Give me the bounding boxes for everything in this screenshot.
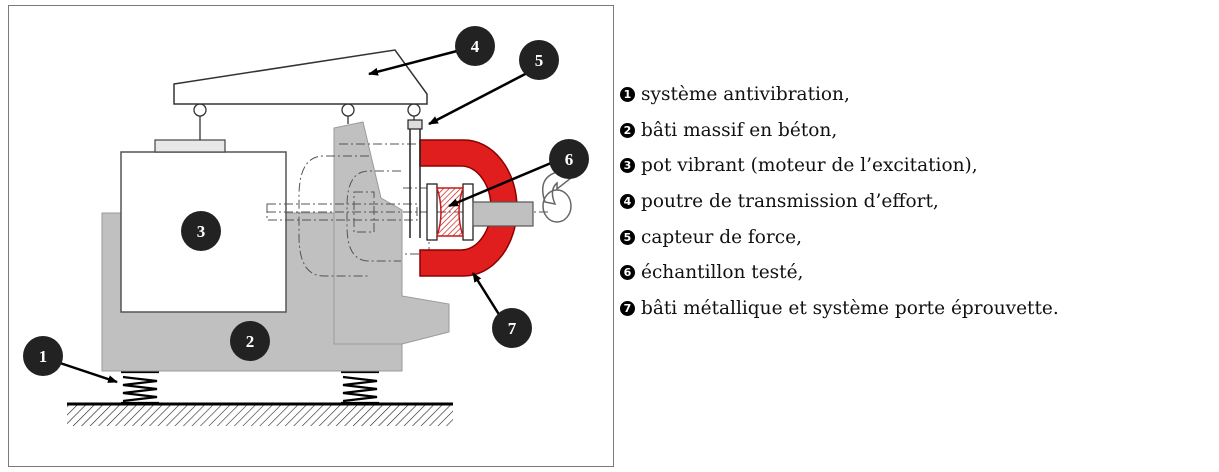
transmission-beam <box>173 49 428 105</box>
callout-arrows <box>56 49 564 384</box>
svg-text:3: 3 <box>197 222 206 241</box>
legend-text: bâti massif en béton, <box>641 119 838 141</box>
legend-marker: 6 <box>620 265 635 281</box>
beam-supports <box>193 103 421 140</box>
callout-5: 5 <box>519 40 559 80</box>
legend-marker: 3 <box>620 158 635 174</box>
legend-marker: 4 <box>620 194 635 210</box>
legend-text: bâti métallique et système porte éprouve… <box>641 297 1059 319</box>
legend-text: système antivibration, <box>641 84 850 106</box>
legend-text: pot vibrant (moteur de l’excitation), <box>641 155 978 177</box>
legend-text: échantillon testé, <box>641 262 804 284</box>
ground <box>67 402 453 426</box>
tested-sample <box>426 183 474 241</box>
legend-item: 4 poutre de transmission d’effort, <box>620 184 1059 220</box>
force-sensor <box>407 119 423 238</box>
legend-item: 7 bâti métallique et système porte éprou… <box>620 291 1059 327</box>
spring-left <box>121 370 159 405</box>
legend-item: 2 bâti massif en béton, <box>620 113 1059 149</box>
svg-text:4: 4 <box>471 37 480 56</box>
callout-6: 6 <box>549 139 589 179</box>
legend-marker: 2 <box>620 122 635 138</box>
legend-text: poutre de transmission d’effort, <box>641 191 939 213</box>
legend-item: 3 pot vibrant (moteur de l’excitation), <box>620 148 1059 184</box>
callout-2: 2 <box>230 321 270 361</box>
legend-item: 1 système antivibration, <box>620 77 1059 113</box>
legend-marker: 7 <box>620 300 635 316</box>
callout-1: 1 <box>23 336 63 376</box>
callout-3: 3 <box>181 211 221 251</box>
shaker-plate <box>154 139 226 153</box>
svg-text:7: 7 <box>508 319 517 338</box>
svg-text:6: 6 <box>565 150 574 169</box>
spring-right <box>341 370 379 405</box>
legend-item: 5 capteur de force, <box>620 219 1059 255</box>
sample-holder-frame <box>419 139 518 277</box>
svg-text:2: 2 <box>246 332 255 351</box>
legend-list: 1 système antivibration, 2 bâti massif e… <box>620 77 1059 326</box>
callout-4: 4 <box>455 26 495 66</box>
legend-marker: 1 <box>620 87 635 103</box>
figure-panel: 1 2 3 4 5 6 7 <box>8 5 614 467</box>
legend-marker: 5 <box>620 229 635 245</box>
test-bench-diagram: 1 2 3 4 5 6 7 <box>23 26 589 426</box>
legend-item: 6 échantillon testé, <box>620 255 1059 291</box>
legend-text: capteur de force, <box>641 226 802 248</box>
callout-7: 7 <box>492 308 532 348</box>
drive-shaft <box>472 201 534 227</box>
svg-text:1: 1 <box>39 347 48 366</box>
svg-text:5: 5 <box>535 51 544 70</box>
support-column <box>333 121 450 345</box>
